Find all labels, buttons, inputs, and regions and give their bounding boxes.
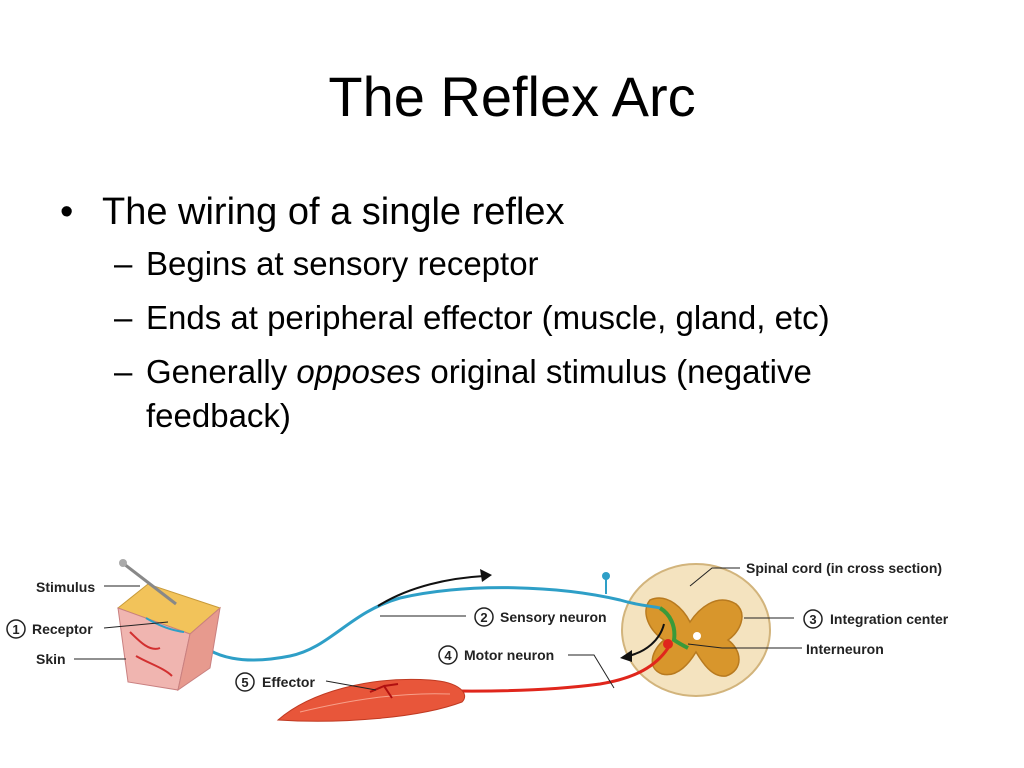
label-integration-center: Integration center [830, 611, 949, 627]
step-circle-2 [474, 607, 494, 627]
leader-spinal-cord [689, 567, 740, 587]
subbullet-3: – Generally opposes original stimulus (n… [60, 350, 946, 438]
subbullet-3-text-b: original stimulus (negative feedback) [146, 353, 812, 434]
sensory-direction-arrow [377, 575, 485, 607]
leader-interneuron [687, 643, 802, 649]
subbullet-list: – Begins at sensory receptor – Ends at p… [60, 242, 980, 438]
step-circle-3 [803, 609, 823, 629]
step-circle-5 [235, 672, 255, 692]
label-spinal-cord: Spinal cord (in cross section) [746, 560, 942, 576]
sensory-neuron-path [188, 586, 661, 662]
bullet-dot: • [60, 191, 74, 233]
label-stimulus: Stimulus [36, 579, 95, 595]
subbullet-3-text-a: Generally [146, 353, 297, 390]
motor-neuron-cell [663, 639, 673, 649]
step-number-4: 4 [444, 648, 452, 663]
bullet-main: • The wiring of a single reflex [60, 188, 980, 236]
label-effector: Effector [262, 674, 315, 690]
sensory-arrowhead [480, 569, 492, 582]
interneuron-path [658, 606, 689, 650]
label-sensory-neuron: Sensory neuron [500, 609, 607, 625]
spinal-cord [621, 563, 771, 697]
bullet-list: • The wiring of a single reflex – Begins… [60, 188, 980, 448]
subbullet-3-emphasis: opposes [296, 353, 422, 390]
motor-arrowhead [620, 650, 632, 662]
dash: – [114, 299, 133, 336]
label-receptor: Receptor [32, 621, 93, 637]
leader-receptor [103, 621, 169, 629]
step-number-1: 1 [12, 622, 19, 637]
dash: – [114, 353, 133, 390]
step-circle-1 [6, 619, 26, 639]
stimulus-pin [123, 562, 177, 606]
step-number-5: 5 [241, 675, 248, 690]
label-skin: Skin [36, 651, 66, 667]
stimulus-pin-head [119, 559, 127, 567]
reflex-arc-diagram: 1 2 3 4 5 Stimulus Receptor Skin Sensory… [6, 559, 949, 722]
subbullet-1: – Begins at sensory receptor [60, 242, 946, 286]
dash: – [114, 245, 133, 282]
label-interneuron: Interneuron [806, 641, 884, 657]
leader-motor [568, 654, 615, 689]
subbullet-2: – Ends at peripheral effector (muscle, g… [60, 296, 946, 340]
step-number-2: 2 [480, 610, 487, 625]
step-circle-4 [438, 645, 458, 665]
sensory-ganglion-cell [602, 572, 610, 580]
subbullet-2-text: Ends at peripheral effector (muscle, gla… [146, 299, 830, 336]
step-number-3: 3 [809, 612, 816, 627]
leader-effector [325, 680, 377, 691]
skin-block [116, 583, 221, 692]
slide-title: The Reflex Arc [328, 65, 696, 128]
label-motor-neuron: Motor neuron [464, 647, 554, 663]
bullet-main-text: The wiring of a single reflex [102, 191, 565, 233]
motor-direction-arrow [627, 623, 665, 657]
subbullet-1-text: Begins at sensory receptor [146, 245, 539, 282]
